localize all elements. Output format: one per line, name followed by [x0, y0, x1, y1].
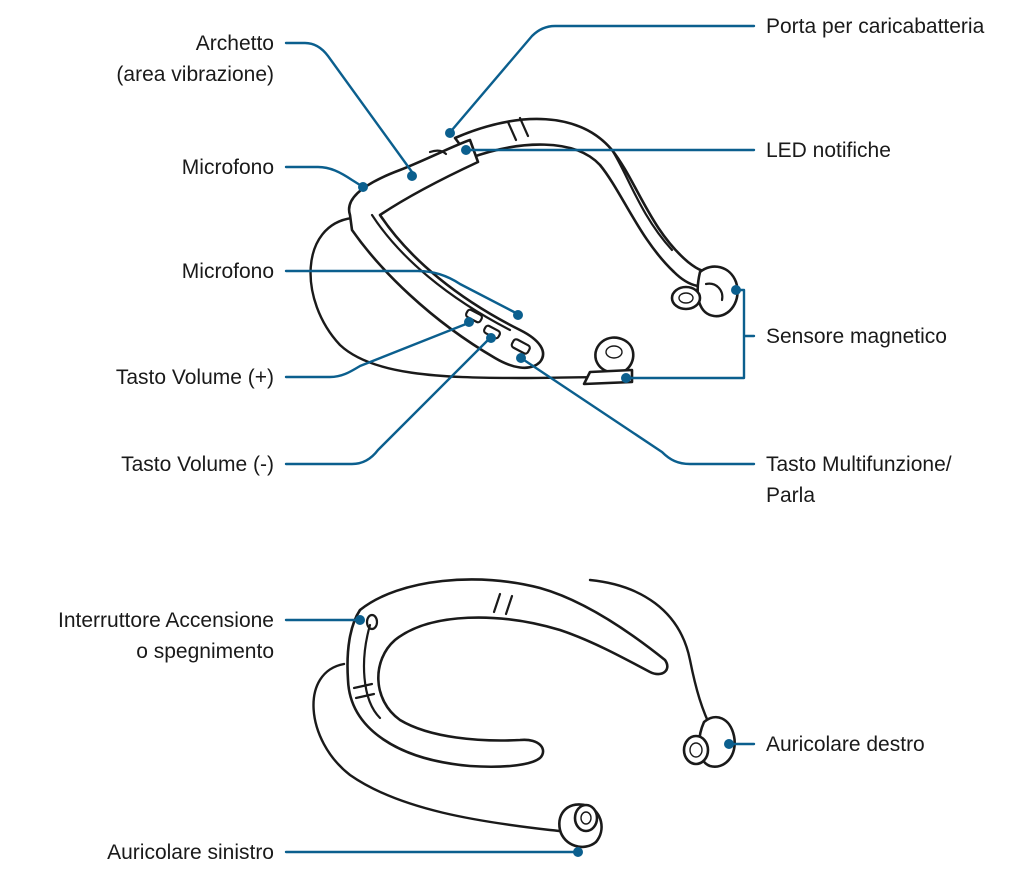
- callout-volume-plus: [284, 322, 468, 379]
- callout-lines: [284, 24, 756, 857]
- label-auricolare-sinistro: Auricolare sinistro: [107, 841, 274, 864]
- callout-dot-led: [461, 145, 471, 155]
- callout-dot-archetto: [407, 171, 417, 181]
- label-volume-minus: Tasto Volume (-): [121, 453, 274, 476]
- callout-dot-microfono-top: [358, 182, 368, 192]
- callout-dot-porta: [445, 128, 455, 138]
- right-earbud-bottom: [682, 715, 736, 768]
- callout-dot-auricolare-destro: [724, 739, 734, 749]
- label-led: LED notifiche: [766, 139, 891, 162]
- callout-dot-auricolare-sinistro: [573, 847, 583, 857]
- callout-microfono-bottom: [284, 269, 516, 314]
- callout-porta: [450, 24, 756, 132]
- left-earbud-bottom: [558, 803, 603, 849]
- label-interruttore-sub: o spegnimento: [136, 640, 274, 663]
- label-multifunzione-sub: Parla: [766, 484, 815, 507]
- labels: Archetto (area vibrazione) Microfono Mic…: [58, 15, 985, 864]
- label-multifunzione: Tasto Multifunzione/: [766, 453, 952, 476]
- callout-dot-microfono-bottom: [513, 310, 523, 320]
- callout-archetto: [284, 41, 414, 174]
- callout-dot-volume-plus: [464, 317, 474, 327]
- headset-illustration-top: [309, 116, 739, 386]
- label-microfono-bottom: Microfono: [182, 260, 274, 283]
- callout-dot-sensore-lower: [621, 373, 631, 383]
- label-auricolare-destro: Auricolare destro: [766, 733, 925, 756]
- label-archetto-sub: (area vibrazione): [116, 63, 274, 86]
- callout-microfono-top: [284, 165, 362, 187]
- headset-illustration-bottom: [312, 578, 736, 849]
- right-earbud-top: [670, 265, 739, 318]
- callout-dot-interruttore: [355, 615, 365, 625]
- label-volume-plus: Tasto Volume (+): [116, 366, 274, 389]
- callout-volume-minus: [284, 338, 490, 466]
- callout-dot-volume-minus: [486, 333, 496, 343]
- callout-dot-multifunzione: [516, 353, 526, 363]
- callout-dot-sensore-upper: [731, 285, 741, 295]
- label-microfono-top: Microfono: [182, 156, 274, 179]
- label-porta: Porta per caricabatteria: [766, 15, 985, 38]
- left-earbud-top: [582, 336, 635, 386]
- callout-multifunzione: [522, 358, 756, 466]
- label-interruttore: Interruttore Accensione: [58, 609, 274, 632]
- label-archetto: Archetto: [196, 32, 274, 55]
- label-sensore: Sensore magnetico: [766, 325, 947, 348]
